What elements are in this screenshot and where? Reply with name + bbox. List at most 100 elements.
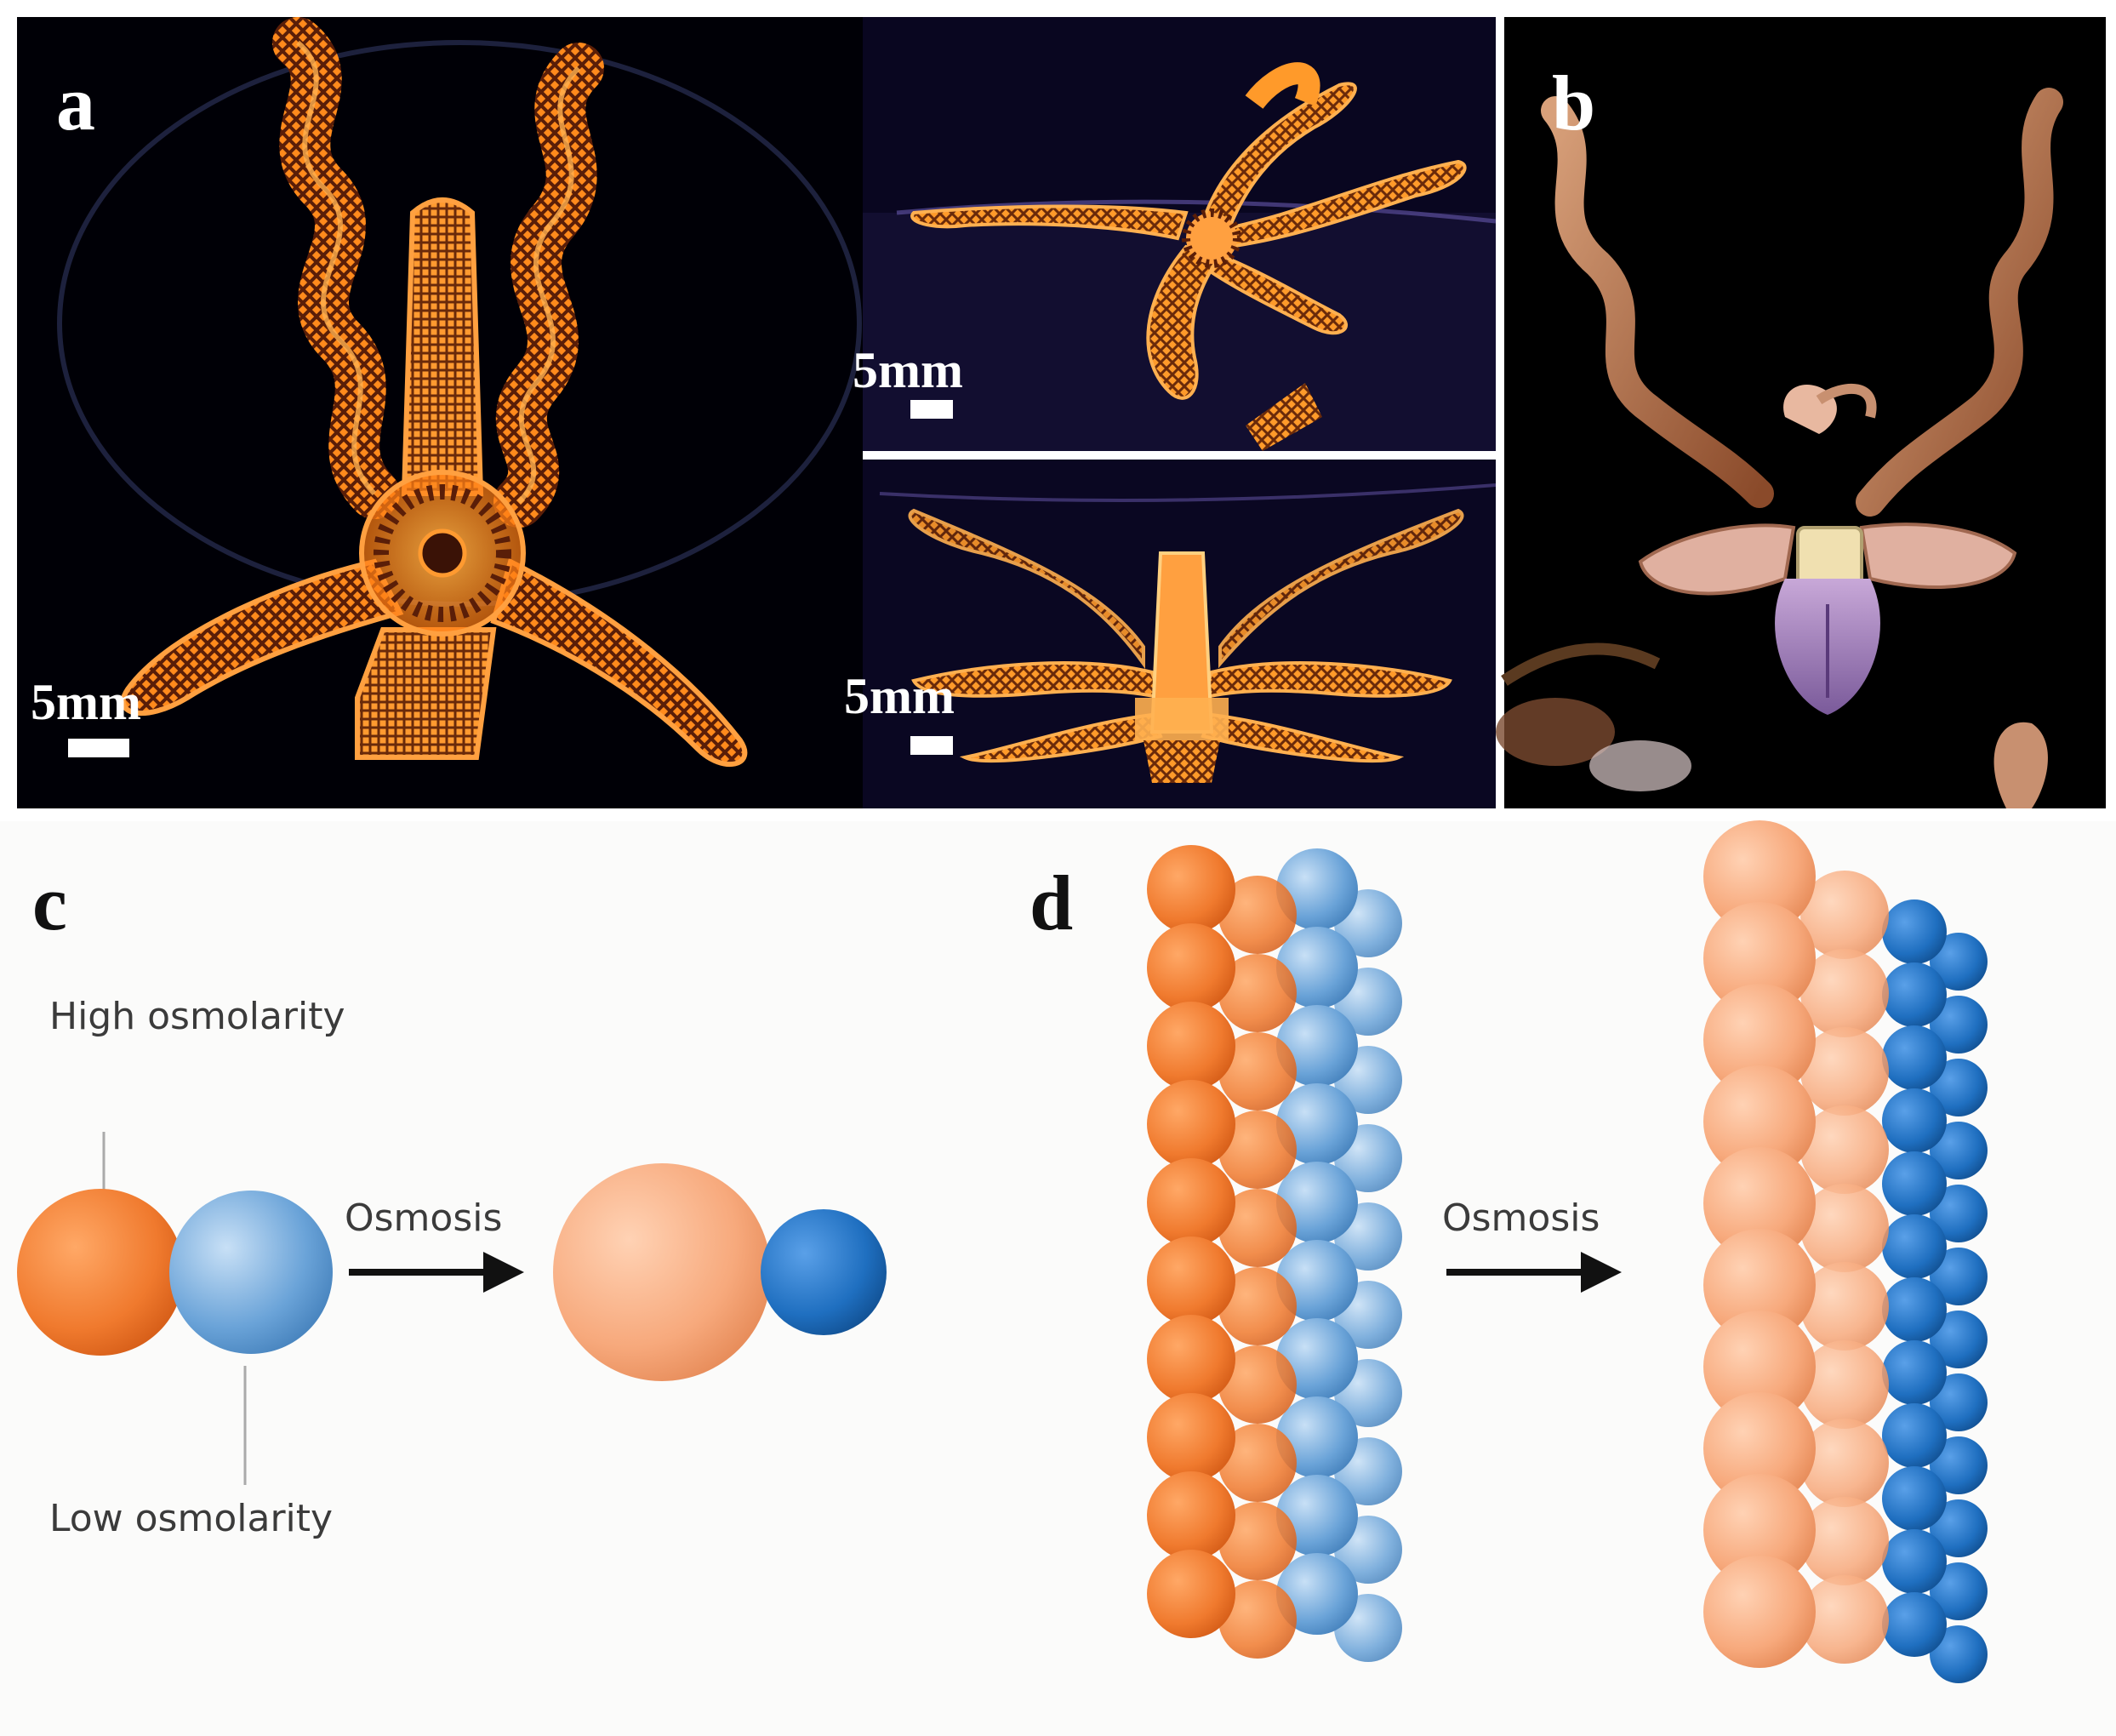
bead-dark-blue-back xyxy=(1930,1562,1988,1620)
bead-orange-front xyxy=(1147,1393,1235,1482)
bead-dark-blue-front xyxy=(1882,1277,1947,1342)
bead-light-orange-back xyxy=(1800,1575,1889,1664)
bead-light-orange-back xyxy=(1800,1419,1889,1507)
bead-light-orange-front xyxy=(1703,902,1816,1014)
left-lower-petal xyxy=(120,558,404,717)
bead-light-orange-back xyxy=(1800,1027,1889,1116)
high-osmolarity-label: High osmolarity xyxy=(49,995,345,1038)
left-twisted-petal xyxy=(1541,96,1774,508)
panel-label-a: a xyxy=(56,60,95,146)
left-sepal xyxy=(1638,523,1796,596)
bead-blue-front xyxy=(1276,1005,1358,1087)
bead-blue-front xyxy=(1276,1162,1358,1243)
printed-flower-top-view xyxy=(57,17,862,767)
bead-orange-front xyxy=(1147,1158,1235,1247)
bead-blue-front xyxy=(1276,1083,1358,1165)
scale-bar-top xyxy=(910,400,953,419)
bead-dark-blue-back xyxy=(1930,1059,1988,1116)
bead-dark-blue-front xyxy=(1882,962,1947,1027)
bead-dark-blue-back xyxy=(1930,1499,1988,1557)
scale-label-bottom: 5mm xyxy=(844,668,955,724)
bead-light-orange-back xyxy=(1800,1497,1889,1585)
bead-orange-front xyxy=(1147,1002,1235,1090)
bead-blue-front xyxy=(1276,848,1358,930)
orchid-flower-photo xyxy=(1496,88,2063,808)
bead-light-orange-front xyxy=(1703,1065,1816,1178)
bead-dark-blue-back xyxy=(1930,1436,1988,1494)
panel-label-d: d xyxy=(1029,859,1074,946)
panel-a-side-view-bottom: 5mm xyxy=(844,460,1497,808)
bead-orange-back xyxy=(1218,1032,1297,1111)
bead-orange-back xyxy=(1218,1345,1297,1424)
bottom-lip xyxy=(355,627,497,760)
bead-dark-blue-front xyxy=(1882,1592,1947,1657)
low-osmolarity-cell xyxy=(169,1191,333,1354)
osmosis-diagram xyxy=(17,820,1988,1683)
bead-blue-front xyxy=(1276,1553,1358,1635)
panel-a-main-photo: a 5mm xyxy=(17,17,863,808)
high-osmolarity-cell xyxy=(17,1189,184,1356)
panels-c-d-diagram: c d High osmolarity Low osmolarity Osmos… xyxy=(0,820,2116,1736)
bead-light-orange-front xyxy=(1703,1311,1816,1423)
bead-blue-front xyxy=(1276,1240,1358,1322)
bead-light-orange-front xyxy=(1703,1147,1816,1259)
bead-orange-back xyxy=(1218,1267,1297,1345)
scale-bar-bottom xyxy=(910,736,953,755)
bead-orange-back xyxy=(1218,1580,1297,1659)
bead-dark-blue-back xyxy=(1930,1185,1988,1242)
scale-label-main: 5mm xyxy=(31,674,141,730)
panel-label-b: b xyxy=(1552,60,1596,146)
panel-label-c: c xyxy=(32,859,67,946)
bead-blue-front xyxy=(1276,927,1358,1008)
swollen-cell xyxy=(553,1163,771,1381)
bead-orange-front xyxy=(1147,1080,1235,1168)
bead-orange-front xyxy=(1147,1550,1235,1638)
bead-orange-back xyxy=(1218,954,1297,1032)
low-osmolarity-label: Low osmolarity xyxy=(49,1497,334,1540)
printed-flower-side-view xyxy=(879,483,1497,783)
left-twisted-sepal xyxy=(272,17,400,519)
bead-dark-blue-front xyxy=(1882,1529,1947,1594)
scale-bar-main xyxy=(68,739,129,757)
bead-orange-back xyxy=(1218,1424,1297,1502)
bead-orange-back xyxy=(1218,1189,1297,1267)
bead-dark-blue-back xyxy=(1930,933,1988,991)
bead-orange-back xyxy=(1218,876,1297,954)
bead-light-orange-front xyxy=(1703,1474,1816,1586)
bead-dark-blue-back xyxy=(1930,1248,1988,1305)
bead-light-orange-back xyxy=(1800,1340,1889,1429)
bilayer-after xyxy=(1703,820,1988,1683)
central-petal xyxy=(401,197,484,496)
bead-orange-front xyxy=(1147,845,1235,934)
bead-dark-blue-back xyxy=(1930,1373,1988,1431)
bilayer-before xyxy=(1147,845,1402,1662)
bead-dark-blue-front xyxy=(1882,1151,1947,1216)
bead-light-orange-back xyxy=(1800,1262,1889,1351)
bead-dark-blue-back xyxy=(1930,1122,1988,1179)
osmosis-label-c: Osmosis xyxy=(345,1196,503,1240)
printed-flower-oblique-view xyxy=(863,62,1497,451)
bead-orange-back xyxy=(1218,1502,1297,1580)
bead-orange-front xyxy=(1147,923,1235,1012)
bead-light-orange-front xyxy=(1703,984,1816,1096)
bead-light-orange-front xyxy=(1703,820,1816,933)
bead-orange-front xyxy=(1147,1236,1235,1325)
bead-dark-blue-front xyxy=(1882,1466,1947,1531)
bead-light-orange-front xyxy=(1703,1556,1816,1668)
bead-orange-back xyxy=(1218,1111,1297,1189)
bead-light-orange-front xyxy=(1703,1392,1816,1505)
bead-dark-blue-front xyxy=(1882,1403,1947,1468)
bead-blue-front xyxy=(1276,1475,1358,1556)
bead-light-orange-back xyxy=(1800,949,1889,1037)
bead-dark-blue-front xyxy=(1882,899,1947,964)
right-twisted-sepal xyxy=(493,43,604,528)
shrunk-cell xyxy=(761,1209,887,1335)
osmosis-label-d: Osmosis xyxy=(1442,1196,1600,1240)
bead-light-orange-back xyxy=(1800,871,1889,959)
bead-light-orange-front xyxy=(1703,1229,1816,1341)
bead-dark-blue-front xyxy=(1882,1340,1947,1405)
panel-a-side-view-top: 5mm xyxy=(853,17,1497,451)
bead-dark-blue-back xyxy=(1930,1625,1988,1683)
bead-blue-front xyxy=(1276,1318,1358,1400)
panel-c-cell-pair xyxy=(17,1132,887,1485)
